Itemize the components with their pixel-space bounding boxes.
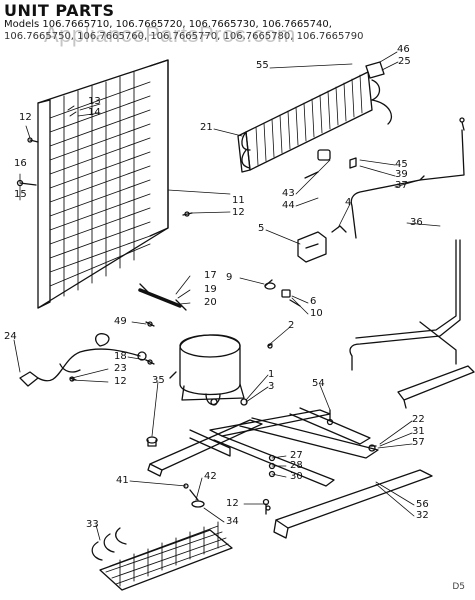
callout-12-d: 12 <box>226 498 239 509</box>
callout-9: 9 <box>226 272 233 283</box>
callout-36: 36 <box>410 217 423 228</box>
callout-12-b: 12 <box>232 207 245 218</box>
callout-43: 43 <box>282 188 295 199</box>
callout-19: 19 <box>204 284 217 295</box>
callout-11: 11 <box>232 195 245 206</box>
callout-34: 34 <box>226 516 239 527</box>
diagram-title: UNIT PARTS <box>4 1 115 20</box>
callout-25: 25 <box>398 56 411 67</box>
callout-16: 16 <box>14 158 27 169</box>
callout-56: 56 <box>416 499 429 510</box>
leader-lines <box>13 51 441 541</box>
models-line-2: 106.7665750, 106.7665760, 106.7665770, 1… <box>4 31 364 42</box>
callout-31: 31 <box>412 426 425 437</box>
callout-18: 18 <box>114 351 127 362</box>
callout-41: 41 <box>116 475 129 486</box>
callout-55: 55 <box>256 60 269 71</box>
callout-49: 49 <box>114 316 127 327</box>
callout-15: 15 <box>14 189 27 200</box>
callout-46: 46 <box>397 44 410 55</box>
relay-overload <box>264 225 347 307</box>
callout-2: 2 <box>288 320 295 331</box>
callout-1: 1 <box>268 369 275 380</box>
callout-45: 45 <box>395 159 408 170</box>
callout-6: 6 <box>310 296 317 307</box>
callout-13: 13 <box>88 96 101 107</box>
callout-23: 23 <box>114 363 127 374</box>
callout-5: 5 <box>258 223 265 234</box>
callout-57: 57 <box>412 437 425 448</box>
callout-14: 14 <box>88 107 101 118</box>
models-line: Models 106.7665710, 106.7665720, 106.766… <box>4 19 332 30</box>
base-frame <box>147 407 433 539</box>
callout-4: 4 <box>345 197 352 208</box>
callout-44: 44 <box>282 200 295 211</box>
evaporator-coil <box>237 61 392 179</box>
callout-37: 37 <box>395 180 408 191</box>
callout-32: 32 <box>416 510 429 521</box>
start-capacitor <box>138 283 187 311</box>
callout-27: 27 <box>290 450 303 461</box>
callout-35: 35 <box>152 375 165 386</box>
callout-10: 10 <box>310 308 323 319</box>
compressor <box>169 334 248 406</box>
callout-24: 24 <box>4 331 17 342</box>
callout-22: 22 <box>412 414 425 425</box>
condenser-grille <box>16 59 193 309</box>
page-number: D5 <box>452 582 465 592</box>
callout-54: 54 <box>312 378 325 389</box>
condenser-coil-bottom <box>91 483 270 591</box>
refrigerant-tubing <box>349 117 475 409</box>
callout-17: 17 <box>204 270 217 281</box>
power-cord <box>19 333 147 387</box>
callout-33: 33 <box>86 519 99 530</box>
callout-12: 12 <box>19 112 32 123</box>
callout-20: 20 <box>204 297 217 308</box>
callout-12-c: 12 <box>114 376 127 387</box>
callout-39: 39 <box>395 169 408 180</box>
mounting-hardware <box>69 321 334 447</box>
callout-28: 28 <box>290 460 303 471</box>
callout-42: 42 <box>204 471 217 482</box>
callout-3: 3 <box>268 381 275 392</box>
callout-21: 21 <box>200 122 213 133</box>
callout-30: 30 <box>290 471 303 482</box>
